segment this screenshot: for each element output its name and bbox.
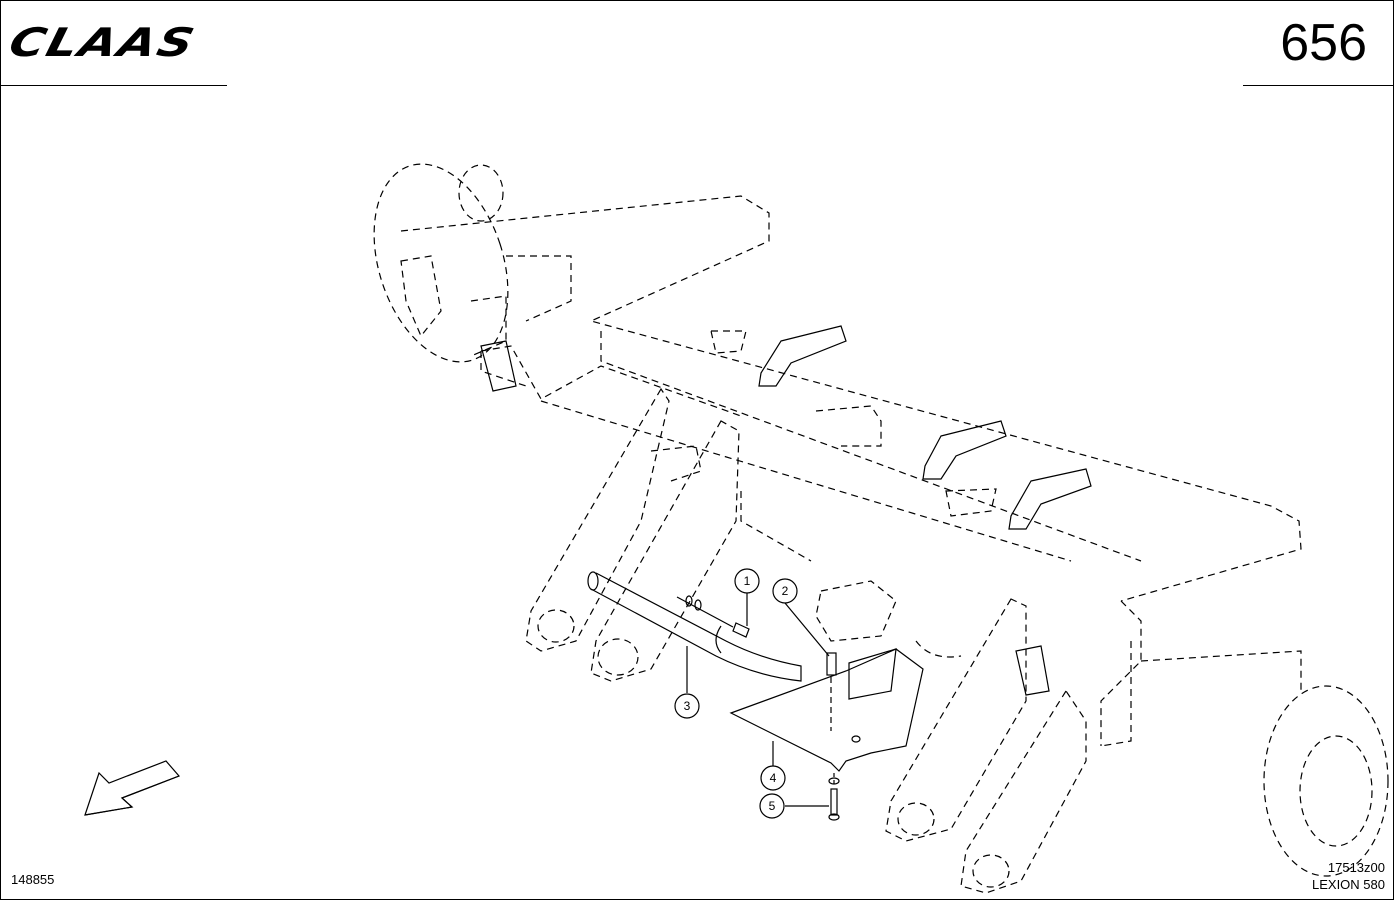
machine-model: LEXION 580 xyxy=(1312,877,1385,892)
phantom-frame xyxy=(373,163,1389,894)
callout-5: 5 xyxy=(759,793,785,819)
header-rule-left xyxy=(1,85,227,86)
callout-2: 2 xyxy=(772,578,798,604)
svg-text:5: 5 xyxy=(769,799,776,813)
document-id: 148855 xyxy=(11,872,55,887)
callout-4: 4 xyxy=(760,765,786,791)
drawing-reference: 17513z00 xyxy=(1327,860,1385,875)
callout-3: 3 xyxy=(674,693,700,719)
beam-brackets xyxy=(480,325,1092,696)
page-number: 656 xyxy=(1280,14,1367,72)
part-5-screw xyxy=(828,773,840,821)
svg-text:1: 1 xyxy=(744,574,751,588)
part-1-bolt xyxy=(676,595,750,638)
leader-lines xyxy=(686,593,830,807)
svg-text:4: 4 xyxy=(770,771,777,785)
svg-text:3: 3 xyxy=(684,699,691,713)
header-rule-right xyxy=(1243,85,1393,86)
callout-1: 1 xyxy=(734,568,760,594)
part-2-pin xyxy=(826,652,837,731)
direction-arrow-icon xyxy=(84,760,181,816)
part-4-shield-plate xyxy=(729,648,924,772)
svg-text:2: 2 xyxy=(782,584,789,598)
part-3-tube xyxy=(587,571,802,682)
